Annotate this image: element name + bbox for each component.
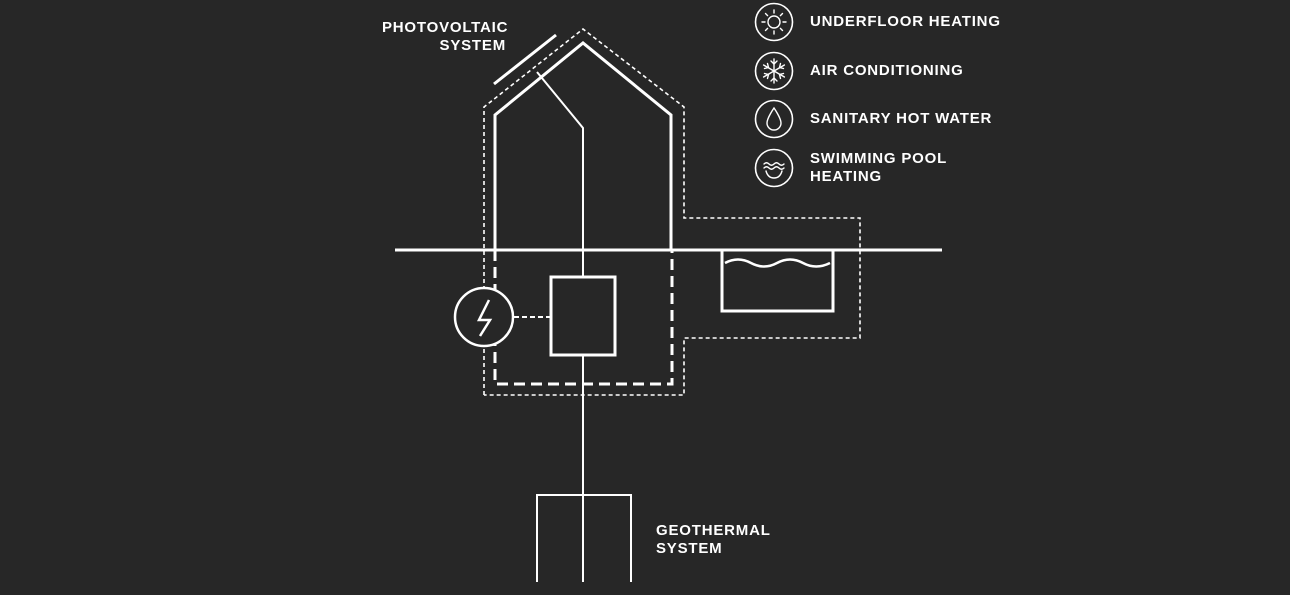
photovoltaic-feed-line: [536, 71, 584, 277]
water-drop-icon: [754, 99, 794, 139]
legend-label: AIR CONDITIONING: [810, 62, 964, 79]
legend-label: UNDERFLOOR HEATING: [810, 13, 1001, 30]
photovoltaic-system-label: PHOTOVOLTAIC SYSTEM: [382, 19, 509, 54]
legend-item-air-conditioning: AIR CONDITIONING: [754, 51, 964, 91]
heat-pump-unit: [549, 275, 617, 357]
house-outline: [493, 41, 673, 250]
snowflake-icon: [754, 51, 794, 91]
lightning-icon: [453, 286, 515, 348]
sun-icon: [754, 2, 794, 42]
legend-item-swimming-pool-heating: SWIMMING POOL HEATING: [754, 148, 947, 188]
geothermal-system-label: GEOTHERMAL SYSTEM: [656, 522, 771, 557]
legend-item-sanitary-hot-water: SANITARY HOT WATER: [754, 99, 992, 139]
swimming-pool: [720, 250, 835, 313]
geothermal-probes: [536, 494, 632, 582]
legend-label: SANITARY HOT WATER: [810, 110, 993, 127]
legend-item-underfloor-heating: UNDERFLOOR HEATING: [754, 2, 1001, 42]
photovoltaic-panel: [493, 33, 557, 86]
thermal-envelope-dashed: [483, 27, 861, 396]
waves-icon: [754, 148, 794, 188]
legend-label: SWIMMING POOL HEATING: [810, 150, 948, 185]
